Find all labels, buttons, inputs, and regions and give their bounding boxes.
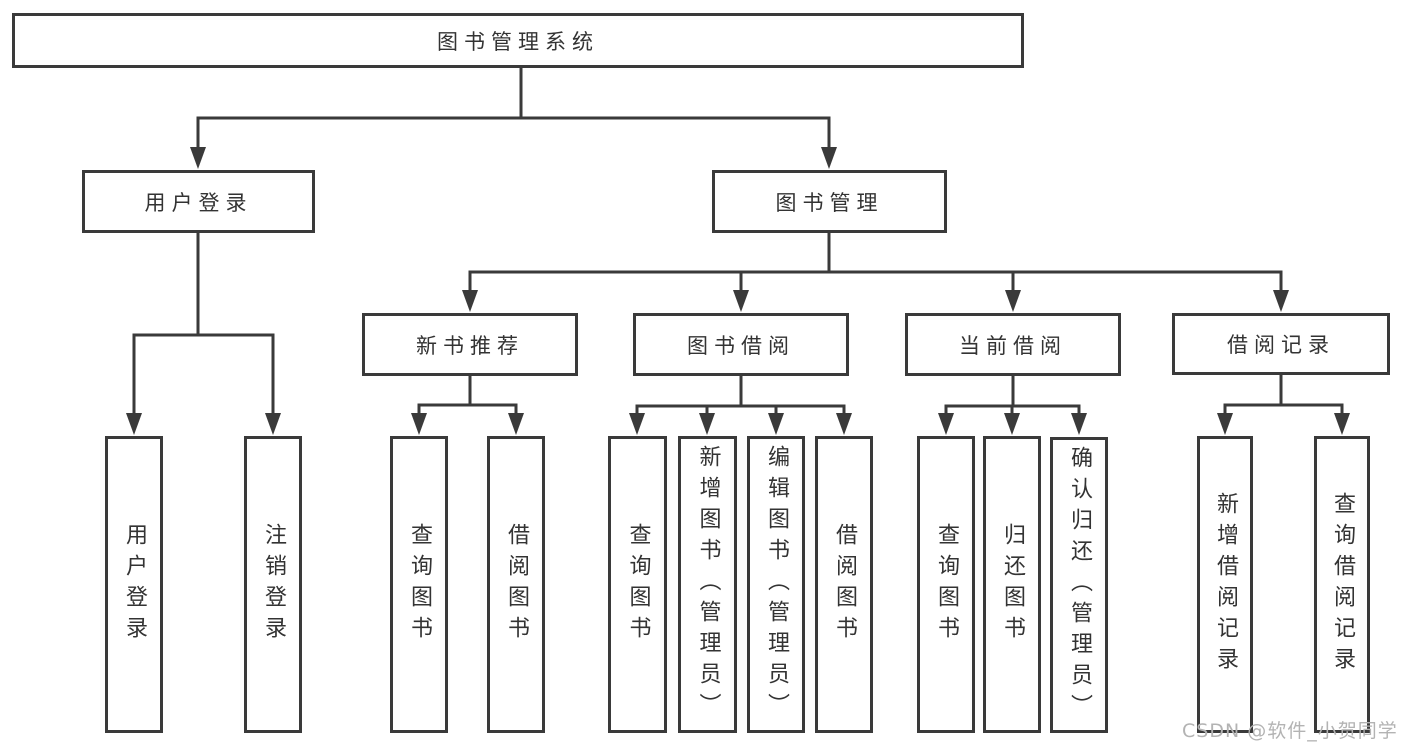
node-label-book-borrow: 图书借阅 (687, 333, 795, 358)
node-label-leaf-add-book-admin: 新增图书（管理员） (695, 445, 721, 724)
node-leaf-edit-book-admin: 编辑图书（管理员） (747, 436, 805, 733)
node-leaf-query-book-cur: 查询图书 (917, 436, 975, 733)
node-book-borrow: 图书借阅 (633, 313, 849, 376)
node-system-root: 图书管理系统 (12, 13, 1024, 68)
node-user-login-module: 用户登录 (82, 170, 315, 233)
node-leaf-user-login: 用户登录 (105, 436, 163, 733)
node-label-book-mgmt-module: 图书管理 (775, 190, 884, 215)
node-leaf-query-book-b: 查询图书 (608, 436, 667, 733)
node-book-mgmt-module: 图书管理 (712, 170, 947, 233)
node-leaf-return-book: 归还图书 (983, 436, 1041, 733)
node-label-leaf-query-book-cur: 查询图书 (934, 522, 959, 647)
node-label-leaf-query-book-b: 查询图书 (625, 522, 651, 647)
node-leaf-borrow-book-b: 借阅图书 (815, 436, 873, 733)
node-label-leaf-user-login: 用户登录 (122, 522, 147, 647)
node-leaf-query-record: 查询借阅记录 (1314, 436, 1370, 733)
node-label-system-root: 图书管理系统 (437, 29, 599, 54)
node-label-user-login-module: 用户登录 (144, 190, 253, 215)
node-leaf-confirm-return: 确认归还（管理员） (1050, 437, 1108, 733)
node-label-leaf-borrow-book-rec: 借阅图书 (504, 522, 529, 647)
node-leaf-query-book-rec: 查询图书 (390, 436, 448, 733)
node-label-borrow-records: 借阅记录 (1227, 333, 1335, 357)
node-label-leaf-edit-book-admin: 编辑图书（管理员） (764, 445, 789, 724)
node-label-leaf-confirm-return: 确认归还（管理员） (1067, 445, 1092, 725)
node-leaf-borrow-book-rec: 借阅图书 (487, 436, 545, 733)
node-label-leaf-return-book: 归还图书 (1000, 522, 1025, 647)
node-leaf-add-record: 新增借阅记录 (1197, 436, 1253, 733)
node-leaf-logout: 注销登录 (244, 436, 302, 733)
node-label-leaf-query-record: 查询借阅记录 (1330, 491, 1355, 678)
node-new-book-rec: 新书推荐 (362, 313, 578, 376)
node-leaf-add-book-admin: 新增图书（管理员） (678, 436, 737, 733)
node-borrow-records: 借阅记录 (1172, 313, 1390, 375)
watermark: CSDN @软件_小贺同学 (1182, 720, 1398, 742)
node-label-current-borrow: 当前借阅 (959, 333, 1067, 358)
node-label-leaf-borrow-book-b: 借阅图书 (832, 522, 857, 647)
node-label-new-book-rec: 新书推荐 (416, 333, 524, 358)
node-label-leaf-query-book-rec: 查询图书 (407, 522, 432, 647)
node-current-borrow: 当前借阅 (905, 313, 1121, 376)
node-label-leaf-add-record: 新增借阅记录 (1213, 491, 1238, 678)
node-label-leaf-logout: 注销登录 (261, 522, 286, 647)
